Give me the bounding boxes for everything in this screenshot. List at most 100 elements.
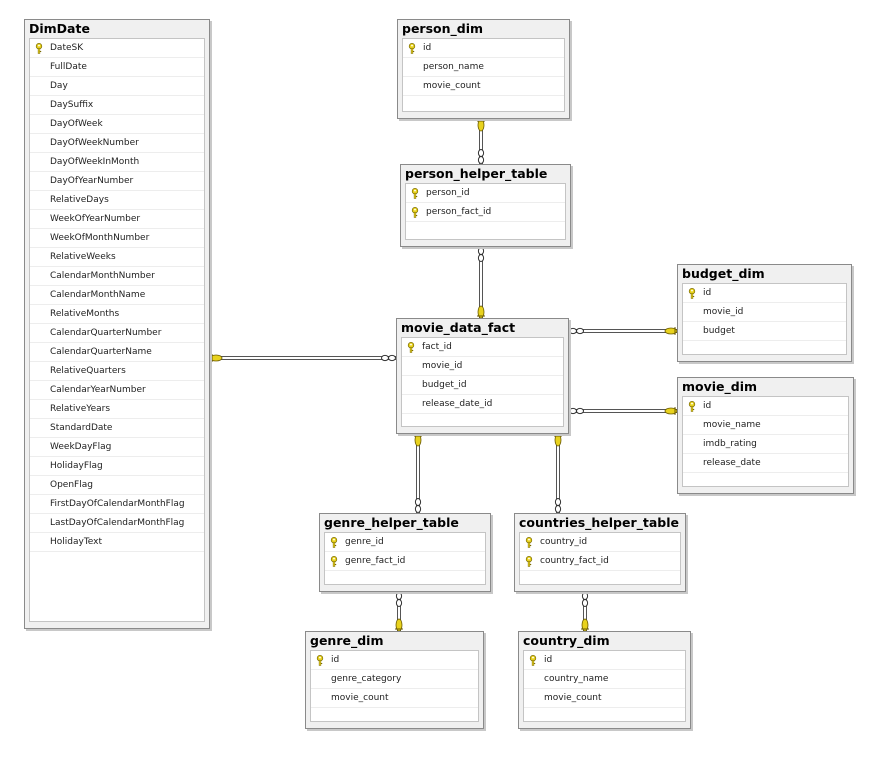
column-row[interactable]: person_fact_id xyxy=(406,203,565,222)
column-name: release_date xyxy=(703,458,761,468)
column-row[interactable]: id xyxy=(311,651,478,670)
column-row[interactable]: FirstDayOfCalendarMonthFlag xyxy=(30,495,204,514)
column-row[interactable]: release_date_id xyxy=(402,395,563,414)
column-name: StandardDate xyxy=(50,423,113,433)
column-row[interactable]: movie_count xyxy=(403,77,564,96)
column-row[interactable]: id xyxy=(524,651,685,670)
column-row[interactable]: DayOfWeekInMonth xyxy=(30,153,204,172)
column-row[interactable]: country_fact_id xyxy=(520,552,680,571)
column-row[interactable]: HolidayFlag xyxy=(30,457,204,476)
column-name: genre_fact_id xyxy=(345,556,406,566)
column-name: OpenFlag xyxy=(50,480,93,490)
column-row[interactable]: OpenFlag xyxy=(30,476,204,495)
column-row[interactable]: RelativeYears xyxy=(30,400,204,419)
column-row[interactable]: CalendarQuarterName xyxy=(30,343,204,362)
column-name: id xyxy=(423,43,432,53)
column-row[interactable]: DayOfWeekNumber xyxy=(30,134,204,153)
column-row[interactable]: DayOfWeek xyxy=(30,115,204,134)
column-row[interactable]: id xyxy=(683,397,848,416)
column-name: country_fact_id xyxy=(540,556,609,566)
column-row[interactable]: Day xyxy=(30,77,204,96)
column-row[interactable]: movie_name xyxy=(683,416,848,435)
table-title: movie_dim xyxy=(682,379,758,394)
column-row[interactable]: RelativeMonths xyxy=(30,305,204,324)
column-row[interactable]: CalendarMonthName xyxy=(30,286,204,305)
column-row[interactable]: WeekOfYearNumber xyxy=(30,210,204,229)
column-row[interactable]: release_date xyxy=(683,454,848,473)
column-row[interactable]: person_id xyxy=(406,184,565,203)
column-name: id xyxy=(544,655,553,665)
column-row[interactable]: WeekOfMonthNumber xyxy=(30,229,204,248)
column-row[interactable]: DayOfYearNumber xyxy=(30,172,204,191)
table-title: person_helper_table xyxy=(405,166,548,181)
column-row[interactable]: CalendarMonthNumber xyxy=(30,267,204,286)
column-name: budget_id xyxy=(422,380,467,390)
table-genre-helper-table[interactable]: genre_helper_table genre_id genre_fact_id xyxy=(319,513,491,592)
column-row[interactable]: RelativeQuarters xyxy=(30,362,204,381)
relationship-person_helper_table-movie_data_fact[interactable] xyxy=(477,247,485,319)
primary-key-icon xyxy=(529,655,537,666)
column-name: CalendarMonthNumber xyxy=(50,271,155,281)
column-row[interactable]: RelativeDays xyxy=(30,191,204,210)
column-name: genre_category xyxy=(331,674,402,684)
column-row[interactable]: WeekDayFlag xyxy=(30,438,204,457)
table-title: countries_helper_table xyxy=(519,515,680,530)
column-row[interactable]: movie_count xyxy=(311,689,478,708)
relationship-movie_data_fact-countries_helper_table[interactable] xyxy=(554,433,562,513)
relationship-genre_dim-genre_helper_table[interactable] xyxy=(395,592,403,632)
column-name: country_name xyxy=(544,674,609,684)
column-row[interactable]: DateSK xyxy=(30,39,204,58)
column-row[interactable]: imdb_rating xyxy=(683,435,848,454)
relationship-person_dim-person_helper_table[interactable] xyxy=(477,118,485,164)
column-row[interactable]: FullDate xyxy=(30,58,204,77)
column-list: id genre_category movie_count xyxy=(310,650,479,722)
column-name: FullDate xyxy=(50,62,87,72)
column-row[interactable]: id xyxy=(683,284,846,303)
column-name: movie_id xyxy=(703,307,744,317)
primary-key-icon xyxy=(407,342,415,353)
column-name: CalendarMonthName xyxy=(50,290,146,300)
table-title: person_dim xyxy=(402,21,484,36)
relationship-budget_dim-movie_data_fact[interactable] xyxy=(569,327,678,335)
relationship-DimDate-movie_data_fact[interactable] xyxy=(209,354,396,362)
column-row[interactable]: id xyxy=(403,39,564,58)
column-name: DaySuffix xyxy=(50,100,94,110)
column-row[interactable]: country_id xyxy=(520,533,680,552)
column-row[interactable]: genre_fact_id xyxy=(325,552,485,571)
column-row[interactable]: HolidayText xyxy=(30,533,204,552)
column-row[interactable]: LastDayOfCalendarMonthFlag xyxy=(30,514,204,533)
column-name: CalendarQuarterNumber xyxy=(50,328,162,338)
column-row[interactable]: CalendarYearNumber xyxy=(30,381,204,400)
column-row[interactable]: person_name xyxy=(403,58,564,77)
column-row[interactable]: RelativeWeeks xyxy=(30,248,204,267)
column-row[interactable]: genre_category xyxy=(311,670,478,689)
column-row[interactable]: budget xyxy=(683,322,846,341)
column-row[interactable]: budget_id xyxy=(402,376,563,395)
column-row[interactable]: fact_id xyxy=(402,338,563,357)
column-row[interactable]: CalendarQuarterNumber xyxy=(30,324,204,343)
relationship-movie_data_fact-genre_helper_table[interactable] xyxy=(414,433,422,513)
column-row[interactable]: country_name xyxy=(524,670,685,689)
column-name: RelativeMonths xyxy=(50,309,120,319)
column-row[interactable]: DaySuffix xyxy=(30,96,204,115)
column-row[interactable]: movie_id xyxy=(402,357,563,376)
relationship-movie_dim-movie_data_fact[interactable] xyxy=(569,407,678,415)
column-row[interactable]: genre_id xyxy=(325,533,485,552)
column-row[interactable]: StandardDate xyxy=(30,419,204,438)
column-name: release_date_id xyxy=(422,399,493,409)
table-title: genre_helper_table xyxy=(324,515,459,530)
relationship-country_dim-countries_helper_table[interactable] xyxy=(581,592,589,632)
column-row[interactable]: movie_count xyxy=(524,689,685,708)
column-row[interactable]: movie_id xyxy=(683,303,846,322)
